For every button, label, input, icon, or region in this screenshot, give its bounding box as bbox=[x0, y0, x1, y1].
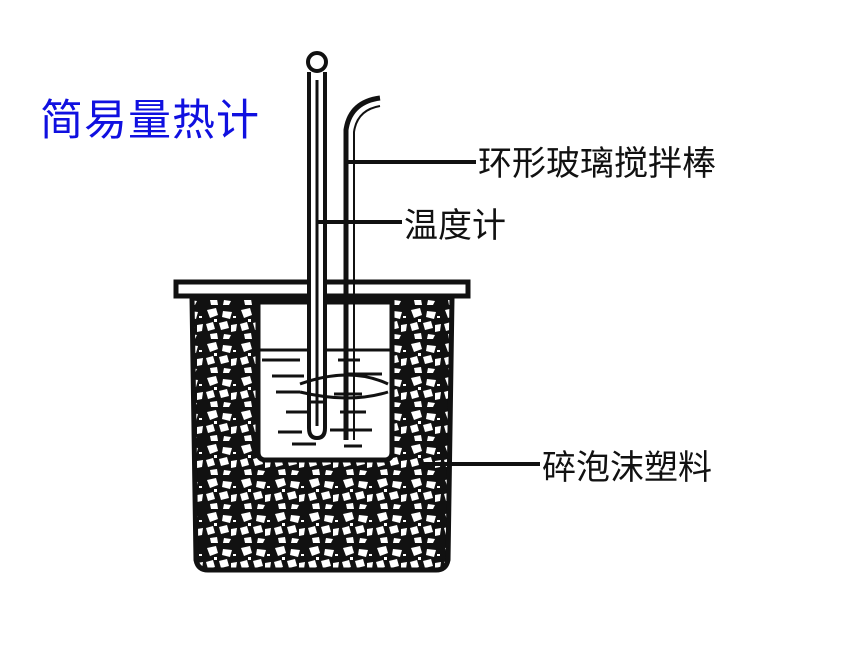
label-foam: 碎泡沫塑料 bbox=[542, 448, 712, 488]
diagram-title: 简易量热计 bbox=[40, 96, 260, 146]
label-thermometer: 温度计 bbox=[404, 206, 506, 246]
thermometer bbox=[306, 51, 328, 441]
leader-lines bbox=[318, 160, 540, 466]
label-stirring-rod: 环形玻璃搅拌棒 bbox=[478, 144, 716, 184]
stirring-rod bbox=[299, 95, 389, 440]
